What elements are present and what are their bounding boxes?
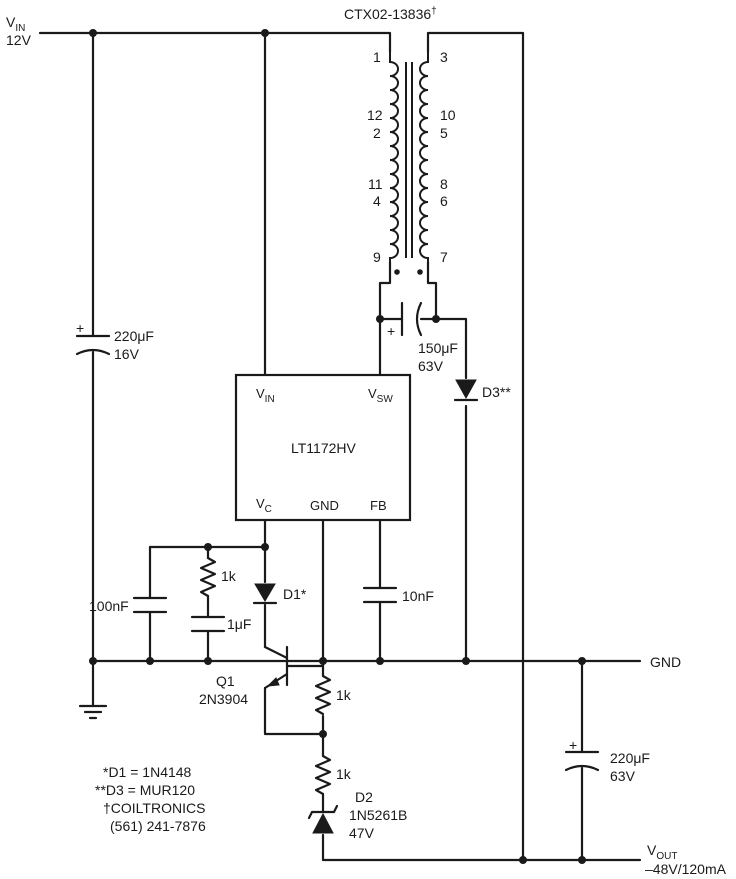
- c1u-label: 1μF: [227, 616, 251, 632]
- vin-rail: [38, 31, 392, 54]
- ic-pin-vsw: VSW: [368, 386, 393, 405]
- phase-dot-left: [394, 269, 400, 275]
- gnd-label: GND: [650, 654, 681, 670]
- d3-label: D3**: [482, 384, 511, 400]
- pin-10: 10: [440, 107, 456, 123]
- vin-voltage: 12V: [6, 32, 32, 48]
- c100n-label: 100nF: [89, 598, 129, 614]
- cap-coupling-plus: +: [387, 323, 395, 339]
- pin-7: 7: [440, 249, 448, 265]
- note-coiltronics: †COILTRONICS: [103, 800, 205, 816]
- transistor-q1: [263, 645, 325, 690]
- c10n-label: 10nF: [402, 588, 434, 604]
- ic-name: LT1172HV: [291, 440, 357, 456]
- transformer-primary-coil: [389, 52, 399, 262]
- pin-9: 9: [373, 249, 381, 265]
- wire-vout: [321, 833, 642, 862]
- vout-label: VOUT: [647, 842, 677, 862]
- wire-t-left-bottom: [378, 260, 392, 377]
- note-d1: *D1 = 1N4148: [103, 764, 192, 780]
- q1-part: 2N3904: [199, 691, 248, 707]
- d2-part: 1N5261B: [349, 807, 407, 823]
- cap-out-rating: 63V: [610, 768, 636, 784]
- capacitor-10nf: [362, 586, 398, 604]
- cap-in-plus: +: [76, 320, 84, 336]
- diode-d3: [453, 379, 479, 402]
- wire-right-rail: [426, 31, 525, 862]
- ic-lt1172hv: [234, 373, 412, 522]
- q1-ref: Q1: [216, 673, 235, 689]
- pin-8: 8: [440, 176, 448, 192]
- wire-t-right-bottom: [426, 260, 438, 321]
- cap-in-rating: 16V: [114, 346, 140, 362]
- cap-out-plus: +: [569, 737, 577, 753]
- transformer-secondary-coil: [419, 52, 429, 262]
- wire-q1-emitter: [263, 686, 325, 736]
- ic-pin-gnd: GND: [310, 498, 339, 513]
- cap-out-value: 220μF: [610, 750, 650, 766]
- ic-pin-vc: VC: [256, 496, 272, 515]
- input-capacitor: [75, 334, 111, 356]
- resistor-1k-vc: [199, 556, 217, 598]
- d2-voltage: 47V: [349, 825, 375, 841]
- ic-pin-fb: FB: [370, 498, 387, 513]
- r1k-b-label: 1k: [336, 766, 352, 782]
- r1k-top-label: 1k: [221, 568, 237, 584]
- note-d3: **D3 = MUR120: [95, 782, 195, 798]
- d1-label: D1*: [283, 586, 307, 602]
- resistor-1k-a: [314, 674, 332, 716]
- pin-6: 6: [440, 193, 448, 209]
- zener-d2: [307, 804, 339, 834]
- ic-pin-vin: VIN: [256, 386, 275, 405]
- coupling-capacitor: [400, 301, 423, 337]
- cap-coupling-value: 150μF: [418, 340, 458, 356]
- r1k-a-label: 1k: [336, 687, 352, 703]
- pin-3: 3: [440, 49, 448, 65]
- diode-d1: [252, 583, 278, 605]
- transformer: [389, 52, 429, 275]
- cap-in-value: 220μF: [114, 328, 154, 344]
- capacitor-100nf: [132, 596, 168, 614]
- vin-label: VIN: [6, 14, 25, 34]
- d2-ref: D2: [355, 789, 373, 805]
- note-phone: (561) 241-7876: [110, 818, 206, 834]
- pin-12: 12: [367, 107, 383, 123]
- junction-dots: [89, 29, 586, 864]
- capacitor-1uf: [190, 615, 226, 633]
- cap-coupling-rating: 63V: [418, 358, 444, 374]
- vout-spec: –48V/120mA: [645, 861, 727, 877]
- resistor-1k-b: [314, 754, 332, 796]
- pin-1: 1: [373, 49, 381, 65]
- pin-5: 5: [440, 125, 448, 141]
- phase-dot-right: [417, 269, 423, 275]
- pin-11: 11: [368, 176, 383, 192]
- transformer-part: CTX02-13836†: [344, 6, 437, 22]
- output-capacitor: [564, 750, 600, 772]
- ground-symbol: [78, 704, 108, 720]
- pin-2: 2: [373, 125, 381, 141]
- pin-4: 4: [373, 193, 381, 209]
